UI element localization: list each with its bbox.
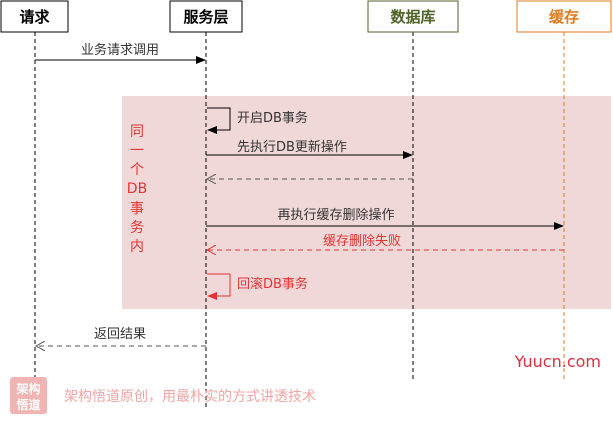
transaction-region (122, 96, 611, 309)
watermark-logo: 架构 悟道 (10, 377, 47, 414)
message-cache-delete-label: 再执行缓存删除操作 (277, 207, 394, 223)
transaction-label-char-7: 内 (130, 239, 144, 255)
message-begin-transaction: 开启DB事务 (207, 107, 308, 134)
message-cache-delete: 再执行缓存删除操作 (206, 207, 564, 230)
participant-database-label: 数据库 (390, 8, 435, 26)
participant-cache: 缓存 (516, 0, 612, 33)
participant-database: 数据库 (367, 0, 459, 33)
participant-service-label: 服务层 (183, 8, 228, 26)
transaction-label: 同 一 个 DB 事 务 内 (127, 124, 147, 255)
watermark-logo-line-1: 架构 (15, 381, 40, 396)
transaction-label-char-2: 一 (130, 143, 144, 159)
message-db-update: 先执行DB更新操作 (206, 139, 413, 159)
watermark-site: Yuucn.com (514, 352, 601, 371)
watermark-logo-line-2: 悟道 (16, 397, 40, 412)
message-db-update-label: 先执行DB更新操作 (237, 139, 347, 155)
participant-cache-label: 缓存 (549, 8, 579, 26)
participant-request-label: 请求 (19, 8, 50, 26)
message-return-result-label: 返回结果 (94, 327, 146, 342)
watermark-slogan: 架构悟道原创，用最朴实的方式讲透技术 (64, 389, 316, 405)
message-request-call-label: 业务请求调用 (81, 42, 159, 58)
transaction-label-char-1: 同 (130, 124, 144, 140)
transaction-label-char-3: 个 (130, 162, 144, 178)
message-cache-delete-failed: 缓存删除失败 (207, 234, 564, 250)
message-cache-delete-failed-label: 缓存删除失败 (323, 234, 401, 249)
transaction-label-char-4: DB (127, 181, 147, 197)
message-return-result: 返回结果 (36, 327, 206, 346)
message-rollback-transaction-label: 回滚DB事务 (237, 276, 308, 292)
transaction-label-char-6: 务 (130, 220, 144, 236)
participant-request: 请求 (0, 0, 69, 33)
message-begin-transaction-label: 开启DB事务 (237, 110, 308, 126)
message-request-call: 业务请求调用 (35, 42, 206, 64)
participant-service: 服务层 (169, 0, 243, 33)
transaction-label-char-5: 事 (130, 201, 144, 217)
message-rollback-transaction: 回滚DB事务 (207, 273, 308, 300)
